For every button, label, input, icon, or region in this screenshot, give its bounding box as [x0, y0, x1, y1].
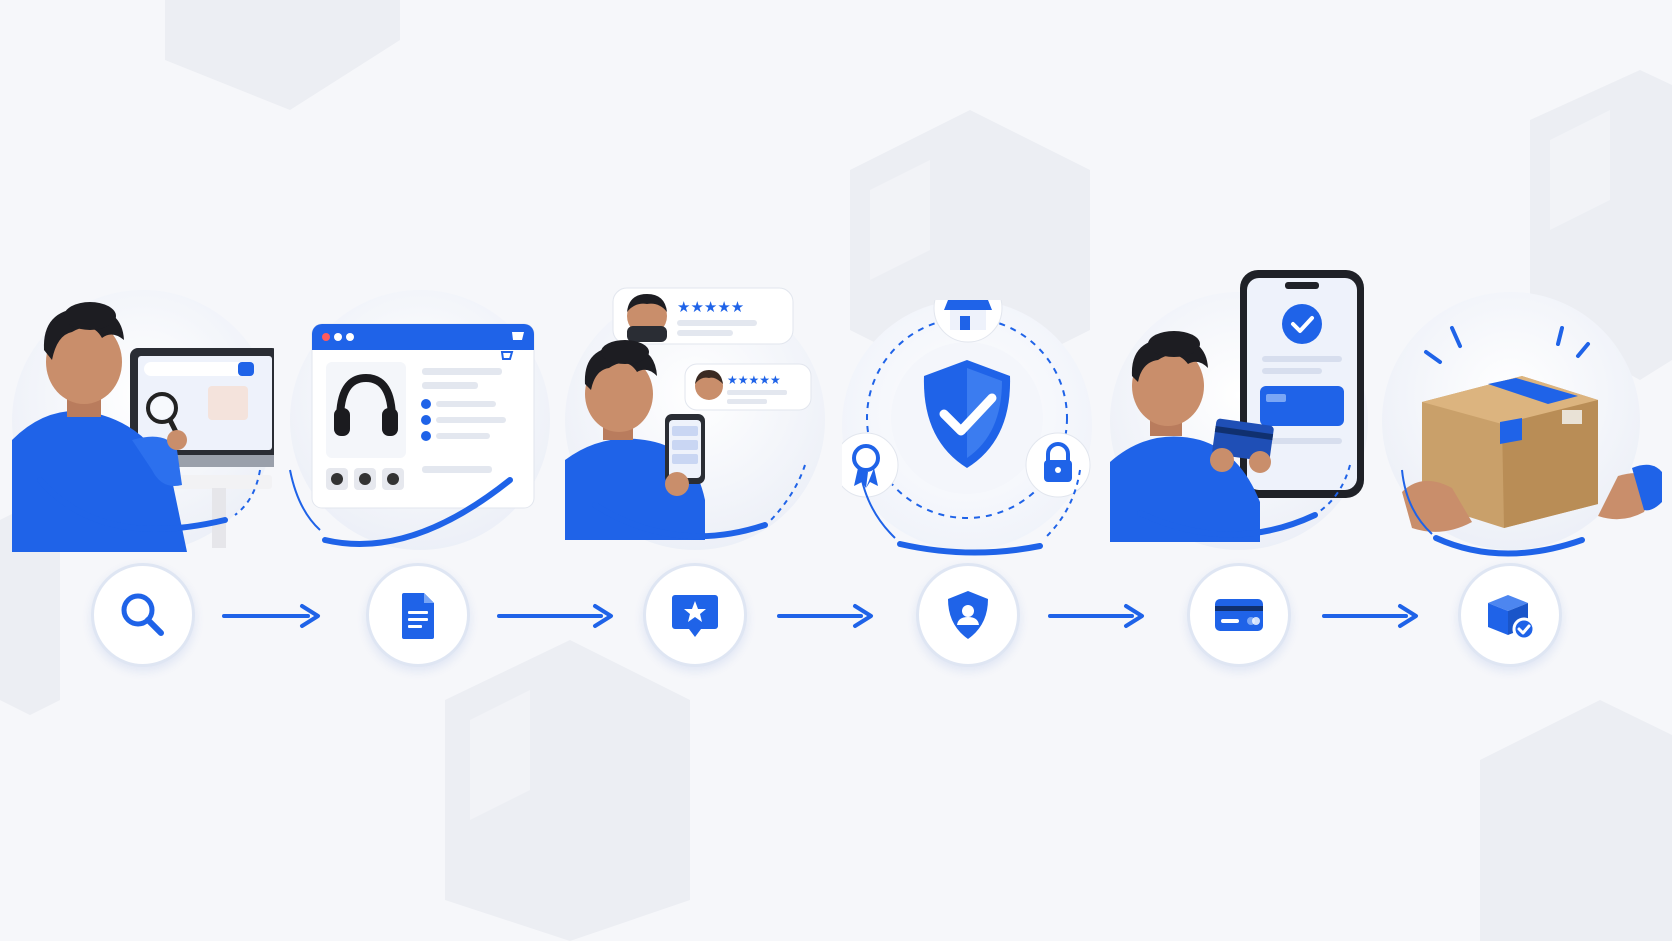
product-page-window	[311, 323, 535, 509]
shield-user-icon	[948, 591, 988, 639]
trust-illustration	[833, 273, 1092, 550]
step-payment-icon-circle[interactable]	[1187, 563, 1291, 667]
step-trust-icon-circle[interactable]	[916, 563, 1020, 667]
review-star-icon	[672, 595, 718, 637]
step4-arc	[859, 469, 1081, 556]
step-reviews-icon-circle[interactable]	[643, 563, 747, 667]
delivery-illustration	[1382, 292, 1662, 550]
flow-arrow-4	[1048, 604, 1144, 628]
step-details-icon-circle[interactable]	[366, 563, 470, 667]
person-reading-reviews: ★★★★★ ★★★★★	[565, 287, 812, 540]
flow-arrow-3	[777, 604, 873, 628]
search-icon	[121, 593, 164, 636]
step5-arc	[1137, 464, 1351, 538]
reviews-illustration: ★★★★★ ★★★★★	[565, 287, 825, 550]
security-shield-badges	[833, 273, 1091, 519]
svg-text:★★★★★: ★★★★★	[727, 373, 781, 387]
step3-arc	[592, 464, 806, 540]
flow-arrow-1	[222, 604, 320, 628]
flow-arrow-2	[497, 604, 613, 628]
search-illustration	[12, 290, 287, 552]
svg-text:★★★★★: ★★★★★	[677, 298, 744, 316]
step-delivery-icon-circle[interactable]	[1458, 563, 1562, 667]
package-check-icon	[1488, 595, 1536, 641]
credit-card-icon	[1215, 599, 1263, 631]
step1-arc	[37, 469, 261, 532]
person-at-laptop	[12, 302, 287, 552]
hands-holding-package	[1402, 326, 1662, 532]
product-details-illustration	[290, 290, 550, 550]
document-icon	[402, 593, 434, 639]
step6-arc	[1401, 469, 1585, 557]
step-search-icon-circle[interactable]	[91, 563, 195, 667]
step2-arc	[289, 469, 513, 547]
flow-arrow-5	[1322, 604, 1418, 628]
